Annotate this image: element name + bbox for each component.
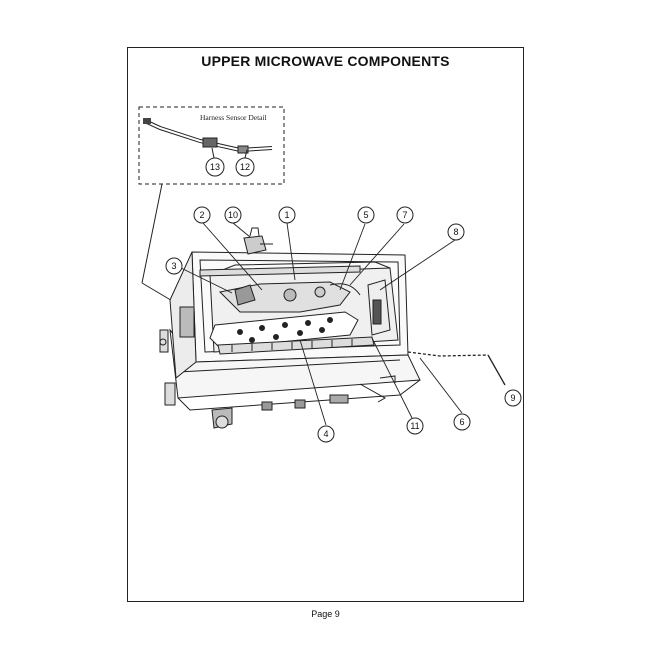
microwave-assembly <box>159 227 506 429</box>
svg-text:5: 5 <box>363 210 368 220</box>
callout-leaders <box>180 222 463 426</box>
svg-text:10: 10 <box>228 210 238 220</box>
svg-text:2: 2 <box>199 210 204 220</box>
callout-5: 5 <box>357 206 375 224</box>
callout-9: 9 <box>504 389 522 407</box>
callout-1: 1 <box>278 206 296 224</box>
harness-sensor-detail: Harness Sensor Detail 13 12 <box>138 106 285 185</box>
svg-text:13: 13 <box>210 162 220 172</box>
svg-text:4: 4 <box>323 429 328 439</box>
svg-text:3: 3 <box>171 261 176 271</box>
callout-2: 2 <box>193 206 211 224</box>
callout-11: 11 <box>406 417 424 435</box>
callout-4: 4 <box>317 425 335 443</box>
page-number: Page 9 <box>311 609 340 619</box>
callout-6: 6 <box>453 413 471 431</box>
svg-text:9: 9 <box>510 393 515 403</box>
detail-label: Harness Sensor Detail <box>200 113 267 122</box>
callout-12: 12 <box>235 149 255 177</box>
page-title: UPPER MICROWAVE COMPONENTS <box>201 53 450 69</box>
svg-text:1: 1 <box>284 210 289 220</box>
callout-10: 10 <box>224 206 242 224</box>
harness-cable-part <box>143 118 273 154</box>
page-frame <box>127 47 524 602</box>
callout-8: 8 <box>447 223 465 241</box>
callout-3: 3 <box>165 257 183 275</box>
svg-text:12: 12 <box>240 162 250 172</box>
svg-text:8: 8 <box>453 227 458 237</box>
svg-text:11: 11 <box>410 421 419 431</box>
callout-13: 13 <box>205 147 225 177</box>
callout-7: 7 <box>396 206 414 224</box>
svg-text:6: 6 <box>459 417 464 427</box>
svg-text:7: 7 <box>402 210 407 220</box>
